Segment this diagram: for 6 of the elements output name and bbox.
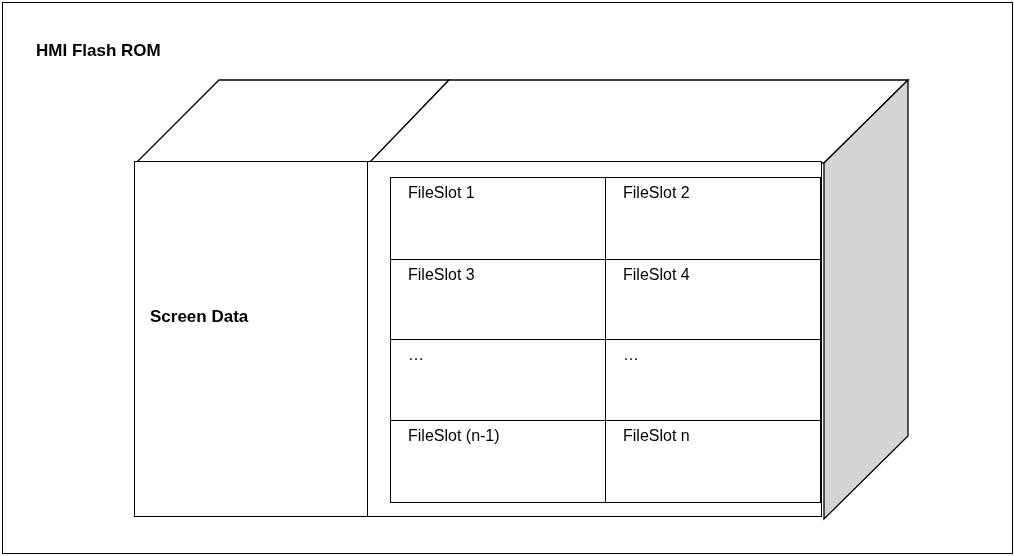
table-cell: FileSlot (n-1) (390, 420, 606, 503)
panel-label: Screen Data (150, 307, 249, 327)
title: HMI Flash ROM (36, 41, 161, 61)
table-cell: FileSlot n (605, 420, 821, 503)
table-cell: FileSlot 2 (605, 177, 821, 260)
table-cell: FileSlot 1 (390, 177, 606, 260)
